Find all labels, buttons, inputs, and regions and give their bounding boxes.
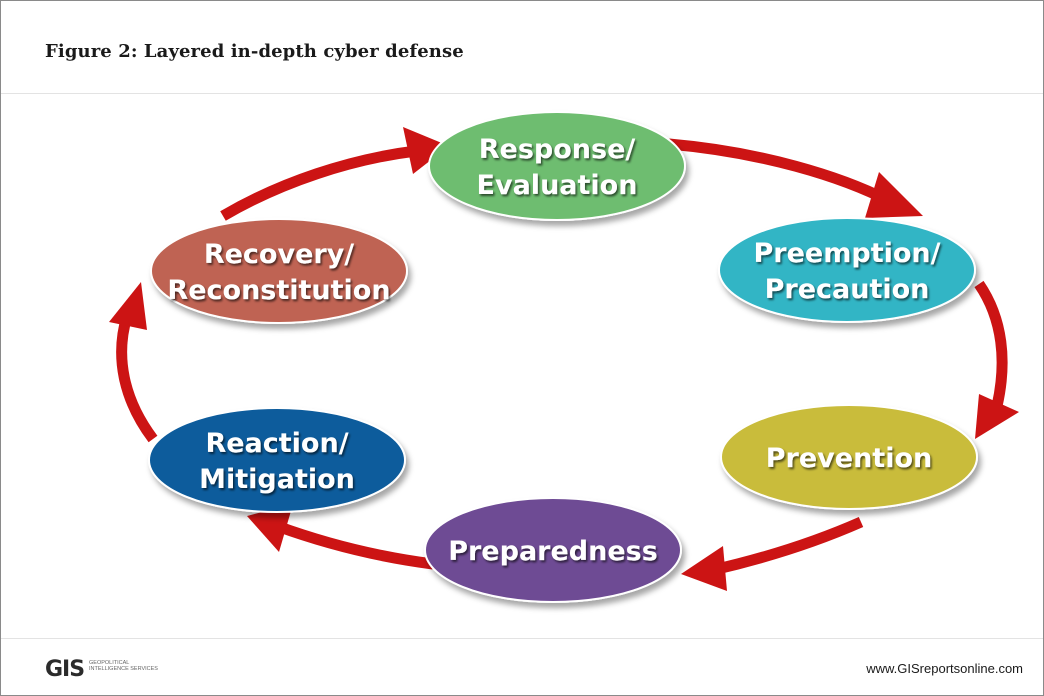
- figure-header: Figure 2: Layered in-depth cyber defense: [1, 1, 1043, 94]
- node-label-line: Preemption/: [754, 238, 941, 269]
- node-ellipse: [148, 407, 406, 513]
- node-label-line: Mitigation: [199, 464, 355, 495]
- arrow-recovery-to-response: [220, 145, 417, 221]
- node-ellipse: [150, 218, 408, 324]
- arrowhead-prevention-to-preparedness: [681, 546, 727, 591]
- cycle-arrows: [109, 127, 1019, 591]
- node-label-line: Evaluation: [477, 170, 638, 201]
- node-ellipse: [720, 404, 978, 510]
- node-label-line: Reconstitution: [167, 275, 390, 306]
- node-label-line: Recovery/: [204, 239, 354, 270]
- website-url[interactable]: www.GISreportsonline.com: [866, 661, 1023, 676]
- node-label-line: Prevention: [766, 443, 932, 474]
- arrowhead-preparedness-to-reaction: [247, 504, 293, 552]
- arrowhead-response-to-preemption: [865, 172, 923, 218]
- arrow-response-to-preemption: [668, 138, 894, 207]
- arrow-preparedness-to-reaction: [275, 520, 434, 570]
- figure-title: Figure 2: Layered in-depth cyber defense: [45, 41, 464, 62]
- figure-footer: GIS Geopolitical Intelligence Services w…: [1, 638, 1043, 696]
- logo-mark: GIS: [45, 657, 85, 682]
- node-ellipse: [718, 217, 976, 323]
- node-label-line: Response/: [479, 134, 636, 165]
- arrow-preemption-to-prevention: [974, 280, 1008, 408]
- node-label-line: Precaution: [765, 274, 930, 305]
- logo-text: Geopolitical Intelligence Services: [89, 660, 158, 672]
- arrowhead-preemption-to-prevention: [975, 394, 1019, 439]
- cycle-diagram: Response/EvaluationPreemption/Precaution…: [109, 111, 1019, 603]
- cycle-nodes: Response/EvaluationPreemption/Precaution…: [148, 111, 978, 603]
- node-ellipse: [428, 111, 686, 221]
- arrow-reaction-to-recovery: [116, 314, 158, 443]
- node-response-evaluation: Response/Evaluation: [428, 111, 686, 221]
- arrowhead-recovery-to-response: [403, 127, 449, 174]
- node-prevention: Prevention: [720, 404, 978, 510]
- node-preemption-precaution: Preemption/Precaution: [718, 217, 976, 323]
- node-label-line: Preparedness: [448, 536, 658, 567]
- node-preparedness: Preparedness: [424, 497, 682, 603]
- node-recovery-reconstitution: Recovery/Reconstitution: [150, 218, 408, 324]
- node-label-line: Reaction/: [205, 428, 348, 459]
- node-ellipse: [424, 497, 682, 603]
- arrowhead-reaction-to-recovery: [109, 282, 147, 330]
- node-reaction-mitigation: Reaction/Mitigation: [148, 407, 406, 513]
- arrow-prevention-to-preparedness: [711, 516, 864, 576]
